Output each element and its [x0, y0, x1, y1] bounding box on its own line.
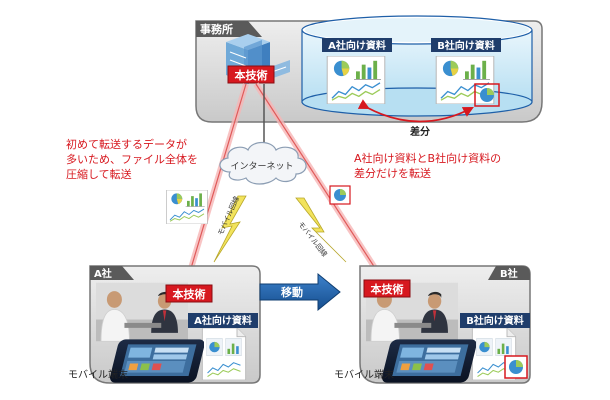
move-label: 移動 [281, 285, 303, 299]
mobile-line-right-label: モバイル回線 [296, 220, 329, 259]
full-transfer-note: 初めて転送するデータが 多いため、ファイル全体を 圧縮して転送 [66, 137, 198, 181]
internet-label: インターネット [230, 161, 293, 172]
office-doc-b: B社向け資料 [431, 38, 501, 107]
office-doc-a: A社向け資料 [322, 38, 392, 104]
site-b-doc-title: B社向け資料 [466, 314, 524, 327]
diff-transfer-note: A社向け資料とB社向け資料の 差分だけを転送 [354, 151, 501, 180]
mobile-line-left-label: モバイル回線 [216, 195, 241, 237]
diff-file-icon [329, 185, 351, 205]
office-tech-badge: 本技術 [227, 65, 275, 84]
office-tech-label: 本技術 [235, 68, 268, 82]
transfer-lines [183, 82, 389, 287]
diff-highlight-box [474, 83, 500, 107]
note-first-line-2: 多いため、ファイル全体を [66, 152, 198, 166]
site-a-panel: A社 本技術 A社向け資料 モバイル端末 [68, 265, 261, 384]
site-a-doc-icon [201, 328, 247, 380]
note-diff-line-2: 差分だけを転送 [354, 166, 431, 180]
compressed-file-icon [166, 190, 208, 224]
site-b-tablet-icon [380, 339, 476, 383]
site-b-panel: B社 本技術 B社向け資料 モバイル端末 [334, 265, 531, 384]
site-b-label: B社 [500, 267, 518, 280]
mobile-line-left: モバイル回線 [213, 195, 247, 263]
site-b-tech-label: 本技術 [371, 282, 404, 296]
note-first-line-3: 圧縮して転送 [66, 167, 132, 181]
office-doc-a-chart-icon [326, 56, 386, 104]
internet-cloud-icon: インターネット [219, 141, 307, 185]
site-a-doc-title: A社向け資料 [194, 314, 252, 327]
office-label: 事務所 [200, 22, 233, 36]
diff-arrow [357, 99, 474, 123]
office-tab [196, 21, 262, 37]
site-b-terminal-label: モバイル端末 [334, 368, 394, 381]
note-diff-line-1: A社向け資料とB社向け資料の [354, 151, 501, 165]
site-a-label: A社 [94, 267, 112, 280]
site-a-tech-label: 本技術 [173, 287, 206, 301]
office-doc-b-title: B社向け資料 [437, 39, 495, 52]
note-first-line-1: 初めて転送するデータが [66, 137, 187, 151]
move-arrow: 移動 [259, 272, 341, 312]
diff-label: 差分 [410, 125, 430, 138]
office-doc-a-title: A社向け資料 [328, 39, 386, 52]
site-a-terminal-label: モバイル端末 [68, 368, 128, 381]
